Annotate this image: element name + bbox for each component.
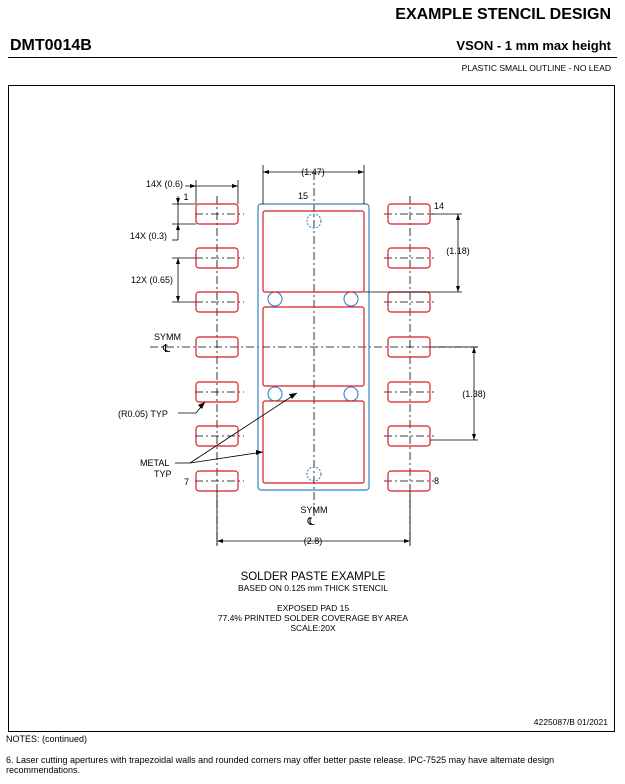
- metal-label: METAL: [140, 458, 169, 468]
- paste-aperture-middle: [262, 306, 365, 387]
- pin-label-1: 1: [183, 192, 188, 202]
- sheet-title: EXAMPLE STENCIL DESIGN: [395, 6, 611, 23]
- pin-label-8: 8: [434, 476, 439, 486]
- symm-label-left: SYMM: [154, 332, 181, 342]
- dim-pad-span-label: (1.47): [301, 167, 325, 177]
- drawing-code: DMT0014B: [10, 37, 92, 54]
- pad: [195, 336, 239, 358]
- center-lines: [150, 172, 478, 548]
- dim-pad-width-label: 14X (0.6): [146, 179, 183, 189]
- arrowheads: [176, 170, 476, 543]
- arrowhead: [256, 450, 263, 455]
- pin-label-14: 14: [434, 201, 444, 211]
- via-circle: [306, 213, 322, 229]
- arrowhead: [232, 184, 238, 188]
- arrowhead: [289, 393, 297, 399]
- arrowhead: [472, 347, 476, 353]
- dim-pitch-label: 12X (0.65): [131, 275, 173, 285]
- via-circle: [343, 291, 359, 307]
- arrowhead: [198, 402, 205, 409]
- pad: [195, 203, 239, 225]
- via-circle: [267, 386, 283, 402]
- notes-heading: NOTES: (continued): [6, 734, 88, 744]
- arrowhead: [456, 286, 460, 292]
- caption-block: SOLDER PASTE EXAMPLE BASED ON 0.125 mm T…: [218, 571, 409, 633]
- package-subtitle: PLASTIC SMALL OUTLINE - NO LEAD: [461, 63, 611, 73]
- dim-overall-label: (2.8): [304, 536, 323, 546]
- pad: [195, 381, 239, 403]
- via-circle: [343, 386, 359, 402]
- paste-apertures: [262, 210, 365, 484]
- arrowhead: [358, 170, 364, 174]
- centerline-symbol-bottom: ℄: [306, 516, 314, 528]
- dim-upper-pad-label: (1.18): [446, 246, 470, 256]
- arrowhead: [472, 434, 476, 440]
- metal-leader: [189, 392, 298, 464]
- pad: [387, 425, 431, 447]
- right-pad-row: [387, 203, 431, 492]
- caption-line-3: 77.4% PRINTED SOLDER COVERAGE BY AREA: [218, 613, 409, 623]
- drawing-frame: [8, 85, 615, 732]
- pin-label-15: 15: [298, 191, 308, 201]
- arrowhead: [263, 170, 269, 174]
- dimension-lines: [172, 165, 478, 546]
- via-circle: [267, 291, 283, 307]
- dim-pad-height-label: 14X (0.3): [130, 231, 167, 241]
- drawing-labels: (1.47) 14X (0.6) 1 14X (0.3) 12X (0.65) …: [118, 167, 486, 546]
- arrowhead: [176, 296, 180, 302]
- arrowhead: [404, 539, 410, 543]
- pad: [387, 470, 431, 492]
- caption-line-1: BASED ON 0.125 mm THICK STENCIL: [238, 583, 388, 593]
- pad: [387, 247, 431, 269]
- arrowhead: [176, 258, 180, 264]
- caption-title: SOLDER PASTE EXAMPLE: [241, 571, 386, 583]
- document-id: 4225087/B 01/2021: [534, 717, 608, 727]
- paste-aperture-bottom: [262, 400, 365, 484]
- metal-leader: [189, 451, 264, 464]
- caption-line-2: EXPOSED PAD 15: [277, 603, 349, 613]
- exposed-pad-outline: [257, 203, 370, 491]
- pad: [195, 425, 239, 447]
- thermal-vias: [267, 213, 359, 482]
- metal-typ-label: TYP: [154, 469, 172, 479]
- left-pad-row: [195, 203, 239, 492]
- arrowhead: [176, 198, 180, 204]
- radius-label: (R0.05) TYP: [118, 409, 168, 419]
- arrowhead: [456, 214, 460, 220]
- arrowhead: [217, 539, 223, 543]
- arrowhead: [190, 184, 196, 188]
- package-name: VSON - 1 mm max height: [456, 38, 611, 53]
- header-rule: [8, 57, 617, 58]
- note-6: 6. Laser cutting apertures with trapezoi…: [6, 755, 555, 775]
- dim-mid-pitch-label: (1.38): [462, 389, 486, 399]
- arrowhead: [176, 224, 180, 230]
- pin-label-7: 7: [184, 477, 189, 487]
- via-circle: [306, 466, 322, 482]
- pad: [387, 381, 431, 403]
- symm-label-bottom: SYMM: [301, 505, 328, 515]
- caption-line-4: SCALE:20X: [290, 623, 336, 633]
- paste-aperture-top: [262, 210, 365, 293]
- centerline-symbol-left: ℄: [162, 343, 170, 355]
